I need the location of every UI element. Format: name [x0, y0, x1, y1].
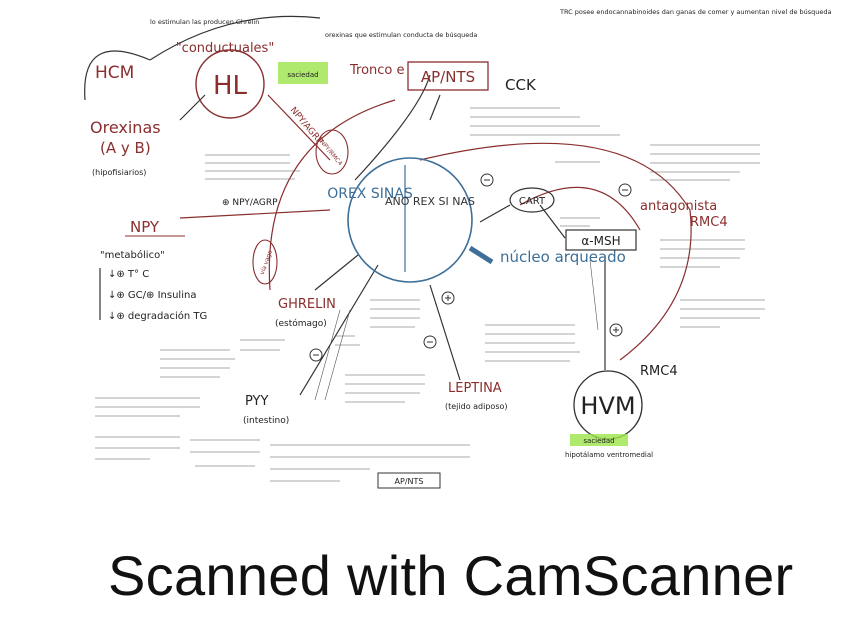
- hvm-highlight-label: saciedad: [583, 437, 614, 445]
- cart-label: CART: [519, 196, 546, 207]
- nucleo-arqueado-label: núcleo arqueado: [500, 248, 626, 266]
- list-item: ↓⊕ GC/⊕ Insulina: [108, 290, 196, 301]
- node-pyy: PYY (intestino): [243, 394, 289, 426]
- metabolico-label: "metabólico": [100, 249, 165, 261]
- leptina-label: LEPTINA: [448, 381, 502, 396]
- paper-sheet: [70, 0, 790, 500]
- node-orexinas: Orexinas (A y B) (hipofisiarios): [90, 118, 161, 177]
- ap-nts-label: AP/NTS: [421, 68, 475, 86]
- cck-label: CCK: [505, 76, 537, 94]
- amsh-label: α-MSH: [581, 234, 620, 248]
- orexinas-sub-label: (hipofisiarios): [92, 168, 146, 177]
- ghrelin-sub-label: (estómago): [275, 318, 327, 329]
- pyy-sub-label: (intestino): [243, 416, 289, 426]
- hvm-highlight: [570, 434, 628, 446]
- rmc4-right-label: RMC4: [690, 215, 728, 230]
- bottom-ap-nts-label: AP/NTS: [395, 477, 424, 486]
- npy-agrp-label: ⊕ NPY/AGRP: [222, 198, 278, 208]
- list-item: ↓⊕ degradación TG: [108, 310, 207, 322]
- node-hl: HL "conductuales": [176, 41, 275, 119]
- annotation-top-mid: orexinas que estimulan conducta de búsqu…: [325, 31, 477, 39]
- node-ghrelin: GHRELIN (estómago): [275, 297, 336, 329]
- handwritten-notes: [95, 107, 765, 482]
- node-central-circle: OREX SINAS ANO REX SI NAS: [327, 157, 475, 283]
- antagonista-label: antagonista: [640, 199, 717, 214]
- camscanner-watermark: Scanned with CamScanner: [108, 544, 794, 607]
- npy-label: NPY: [130, 218, 160, 236]
- hcm-label: HCM: [95, 63, 134, 83]
- arrow-to-nucleo: [468, 245, 494, 265]
- hl-label: HL: [213, 71, 248, 101]
- leptina-sub-label: (tejido adiposo): [445, 402, 508, 411]
- pyy-label: PYY: [245, 394, 268, 409]
- hvm-sub-label: hipotálamo ventromedial: [565, 451, 653, 459]
- circled-signs: [309, 173, 632, 362]
- hl-conductuales-label: "conductuales": [176, 41, 275, 56]
- node-ap-nts: AP/NTS: [407, 61, 489, 91]
- orexinas-ab-label: (A y B): [100, 139, 151, 157]
- effects-list: ↓⊕ T° C ↓⊕ GC/⊕ Insulina ↓⊕ degradación …: [108, 269, 207, 322]
- bottom-ap-nts-box: AP/NTS: [377, 472, 441, 489]
- saciedad-label: saciedad: [287, 71, 318, 79]
- node-amsh: α-MSH: [565, 229, 637, 251]
- connector-lines: [84, 15, 692, 396]
- anorexinas-box-label: ANO REX SI NAS: [385, 195, 475, 208]
- node-leptina: LEPTINA (tejido adiposo): [445, 381, 508, 411]
- tronco-label: Tronco e: [349, 63, 405, 78]
- node-cart: CART: [509, 187, 555, 213]
- rmc4-bottom-label: RMC4: [640, 364, 678, 379]
- hvm-label: HVM: [580, 392, 635, 420]
- annotation-top-left: lo estimulan las producen Ghrelin: [150, 18, 259, 26]
- ghrelin-label: GHRELIN: [278, 297, 336, 312]
- list-item: ↓⊕ T° C: [108, 269, 149, 280]
- saciedad-highlight: [278, 62, 328, 84]
- orexinas-label: Orexinas: [90, 118, 161, 137]
- annotation-top-right: TRC posee endocannabinoides dan ganas de…: [559, 8, 832, 16]
- orexinas-box-label: OREX SINAS: [327, 186, 413, 202]
